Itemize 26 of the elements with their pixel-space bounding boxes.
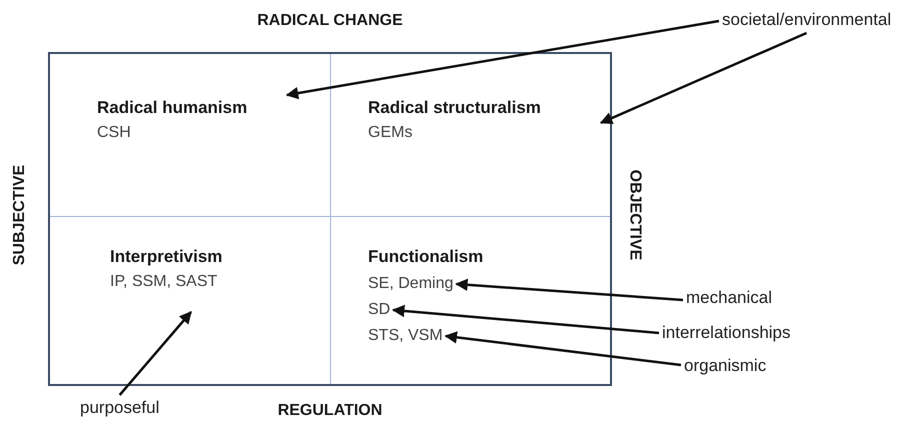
quadrant-heading: Radical structuralism xyxy=(368,98,542,118)
perspective-label: organismic xyxy=(684,356,766,376)
arrow xyxy=(444,331,682,366)
quadrant-heading: Functionalism xyxy=(368,247,484,267)
method-list: SD xyxy=(368,301,390,319)
arrow xyxy=(392,304,660,334)
method-list: SE, Deming xyxy=(368,275,454,293)
method-list: STS, VSM xyxy=(368,327,443,345)
quadrant-heading: Interpretivism xyxy=(110,247,224,267)
axis-label: OBJECTIVE xyxy=(625,170,643,260)
perspective-label: societal/environmental xyxy=(722,10,892,30)
axis-label: RADICAL CHANGE xyxy=(257,12,403,30)
axis-label: REGULATION xyxy=(278,402,382,420)
arrow xyxy=(118,311,192,396)
method-list: IP, SSM, SAST xyxy=(110,273,290,291)
perspective-label: mechanical xyxy=(686,288,772,308)
arrow xyxy=(600,32,808,124)
method-list: GEMs xyxy=(368,124,598,142)
perspective-label: purposeful xyxy=(80,398,160,418)
quadrant-grid xyxy=(48,52,612,386)
quadrant-heading: Radical humanism xyxy=(97,98,248,118)
method-list: CSH xyxy=(97,124,297,142)
arrow xyxy=(455,278,684,302)
perspective-label: interrelationships xyxy=(662,323,791,343)
arrow xyxy=(286,20,720,100)
axis-label: SUBJECTIVE xyxy=(11,164,29,266)
